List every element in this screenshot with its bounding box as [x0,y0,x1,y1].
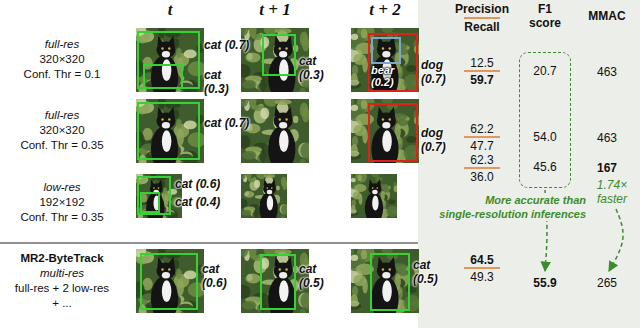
video-frame [136,99,204,163]
separator-line [0,242,418,243]
detection-label: dog (0.7) [421,58,451,86]
row-label: low-res [0,180,124,194]
table-cell: 463 [582,131,632,145]
detection-label: cat (0.3) [299,54,329,82]
table-cell: 59.7 [457,73,507,87]
table-cell: 62.2 [457,122,507,136]
video-frame [136,28,204,92]
column-header: Recall [447,20,517,34]
detection-label: dog (0.7) [421,126,451,154]
table-panel [418,0,640,328]
video-frame [351,174,397,218]
bounding-box: cat (0.6)cat (0.4) [137,176,171,215]
fraction-line [464,70,500,71]
row-label: Conf. Thr = 0.35 [0,210,124,224]
fraction-line [464,17,500,18]
bounding-box: cat (0.5) [260,254,296,310]
time-header: t + 2 [360,0,410,20]
table-cell: 55.9 [520,276,570,290]
video-frame [351,249,419,313]
bounding-box: cat (0.4) [140,192,160,213]
row-label: full-res [0,108,124,122]
row-label: 320×320 [0,52,124,66]
highlight-box: 20.7 54.0 45.6 [519,52,571,188]
table-cell: 265 [582,276,632,290]
video-frame [241,249,309,313]
accuracy-note: single-resolution inferences [437,207,588,221]
column-header: Precision [447,2,517,16]
bounding-box: dog (0.7)bear (0.2) [368,33,418,92]
video-frame [241,99,309,163]
row-label: MR2-ByteTrack [0,251,124,265]
row-label: multi-res [0,266,124,280]
f1-value: 54.0 [533,130,556,144]
detection-label: cat (0.6) [202,262,232,290]
video-frame [351,28,419,92]
table-cell: 49.3 [457,270,507,284]
speedup-note: 1.74× faster [591,178,633,206]
bounding-box: cat (0.3) [262,34,296,76]
fraction-line [464,136,500,137]
video-frame [136,249,204,313]
row-label: 192×192 [0,195,124,209]
row-label: full-res + 2 low-res [0,281,124,295]
table-cell: 463 [582,65,632,79]
time-header: t + 1 [250,0,300,20]
detection-label: cat (0.5) [299,262,329,290]
time-header: t [150,0,190,20]
f1-value: 20.7 [533,64,556,78]
detection-label: cat (0.5) [413,258,443,286]
table-cell: 167 [582,161,632,175]
fraction-line [464,167,500,168]
bounding-box: cat (0.3) [143,64,183,89]
table-cell: 47.7 [457,139,507,153]
fraction-line [464,267,500,268]
detection-label: cat (0.7) [204,38,260,52]
table-cell: 62.3 [457,153,507,167]
table-cell: 36.0 [457,170,507,184]
row-label: full-res [0,37,124,51]
detection-label: cat (0.7) [204,116,260,130]
row-label: Conf. Thr = 0.35 [0,138,124,152]
detection-label: bear (0.2) [371,64,403,88]
comparison-arrow [609,209,623,271]
bounding-box: cat (0.5) [370,253,410,311]
column-header: MMAC [582,9,632,23]
column-header: F1 score [524,2,566,30]
f1-value: 45.6 [533,160,556,174]
video-frame [241,174,287,218]
row-label: Conf. Thr = 0.1 [0,67,124,81]
video-frame [351,99,419,163]
table-cell: 12.5 [457,56,507,70]
bounding-box: cat (0.7) [137,102,200,160]
bounding-box: bear (0.2) [371,37,401,64]
video-frame [241,28,309,92]
bounding-box: dog (0.7) [368,103,418,162]
detection-label: cat (0.4) [175,195,231,209]
bounding-box: cat (0.6) [140,253,198,310]
bounding-box: cat (0.7)cat (0.3) [137,31,200,89]
row-label: + ... [0,296,124,310]
detection-label: cat (0.6) [175,177,231,191]
detection-label: cat (0.3) [204,68,234,96]
row-label: 320×320 [0,123,124,137]
accuracy-note: More accurate than [483,193,588,207]
table-cell: 64.5 [457,253,507,267]
